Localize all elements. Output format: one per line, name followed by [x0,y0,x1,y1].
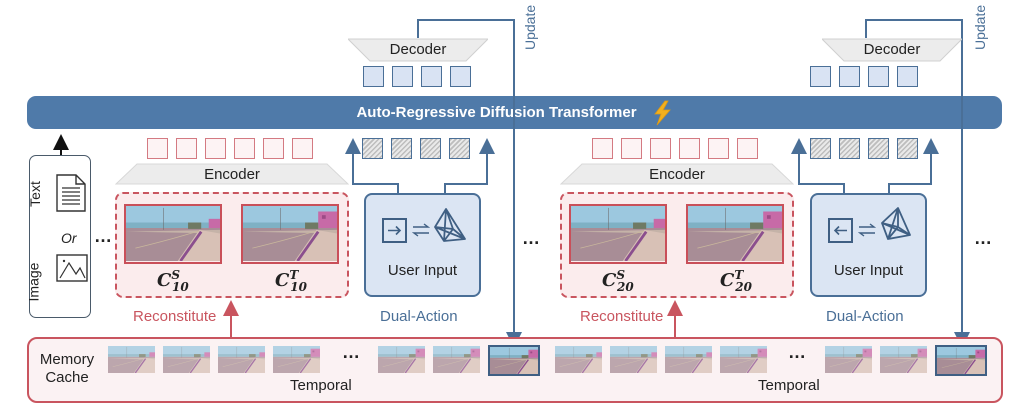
cache-frame-thumbnail [720,346,767,373]
current-frame-thumbnail [935,345,987,376]
action-token [897,138,918,159]
context-frames-group: CS20 CT20 [560,192,794,298]
cache-frame-thumbnail [108,346,155,373]
text-label: Text [26,181,43,207]
lightning-bolt-icon [651,100,673,126]
ellipsis: … [94,226,113,246]
cache-frame-thumbnail [665,346,712,373]
action-token [362,138,383,159]
decoder-trapezoid [348,38,488,62]
cache-frame-thumbnail [825,346,872,373]
action-token [839,138,860,159]
action-token [420,138,441,159]
image-icon [56,254,88,287]
encoder-token [679,138,700,159]
dual-action-label: Dual-Action [380,308,458,325]
frame-label-temporal: CT10 [275,268,307,294]
ellipsis: … [342,342,361,362]
cache-frame-thumbnail [273,346,320,373]
polyhedron-icon [878,205,914,250]
action-token [868,138,889,159]
action-token [810,138,831,159]
decoder-token [421,66,442,87]
encoder-label: Encoder [204,166,260,183]
temporal-label: Temporal [758,377,820,394]
cache-frame-thumbnail [555,346,602,373]
update-label: Update [522,4,538,50]
decoder-label: Decoder [863,41,921,58]
arrow-left-key-icon [828,218,853,243]
encoder-token [263,138,284,159]
reconstitute-label: Reconstitute [580,308,664,325]
arrow-right-key-icon [382,218,407,243]
decoder-token [363,66,384,87]
context-frame-spatial [124,204,222,264]
decoder-token [839,66,860,87]
ellipsis: … [974,228,993,248]
encoder-token [176,138,197,159]
decoder-trapezoid [822,38,962,62]
encoder-token [292,138,313,159]
encoder-token [592,138,613,159]
encoder-token [708,138,729,159]
memory-cache-label: Memory Cache [39,351,95,386]
polyhedron-icon [432,205,468,250]
user-input-box[interactable]: User Input [810,193,927,297]
encoder-trapezoid [115,163,349,185]
text-or-image-input: Text Or Image [25,155,91,318]
encoder-label: Encoder [649,166,705,183]
decoder-token [810,66,831,87]
swap-arrows-icon [411,221,431,244]
user-input-label: User Input [387,262,458,279]
frame-label-spatial: CS20 [602,268,634,294]
decoder-label: Decoder [389,41,447,58]
encoder-token [205,138,226,159]
decoder-token [897,66,918,87]
current-frame-thumbnail [488,345,540,376]
context-frame-temporal [686,204,784,264]
transformer-title: Auto-Regressive Diffusion Transformer [356,104,637,121]
user-input-box[interactable]: User Input [364,193,481,297]
user-input-label: User Input [833,262,904,279]
encoder-trapezoid [560,163,794,185]
transformer-bar: Auto-Regressive Diffusion Transformer [27,96,1002,129]
encoder-token [737,138,758,159]
frame-label-temporal: CT20 [720,268,752,294]
context-frame-spatial [569,204,667,264]
decoder-token [392,66,413,87]
decoder-token [868,66,889,87]
encoder-token [147,138,168,159]
cache-frame-thumbnail [433,346,480,373]
cache-frame-thumbnail [218,346,265,373]
cache-frame-thumbnail [163,346,210,373]
encoder-token [650,138,671,159]
context-frame-temporal [241,204,339,264]
or-label: Or [61,230,77,246]
swap-arrows-icon [857,221,877,244]
frame-label-spatial: CS10 [157,268,189,294]
dual-action-label: Dual-Action [826,308,904,325]
cache-frame-thumbnail [880,346,927,373]
ellipsis: … [788,342,807,362]
action-token [449,138,470,159]
update-label: Update [972,4,988,50]
document-icon [56,174,86,217]
cache-frame-thumbnail [378,346,425,373]
context-frames-group: CS10 CT10 [115,192,349,298]
encoder-token [621,138,642,159]
temporal-label: Temporal [290,377,352,394]
reconstitute-label: Reconstitute [133,308,217,325]
encoder-token [234,138,255,159]
decoder-token [450,66,471,87]
image-label: Image [25,262,42,302]
ellipsis: … [522,228,541,248]
action-token [391,138,412,159]
cache-frame-thumbnail [610,346,657,373]
